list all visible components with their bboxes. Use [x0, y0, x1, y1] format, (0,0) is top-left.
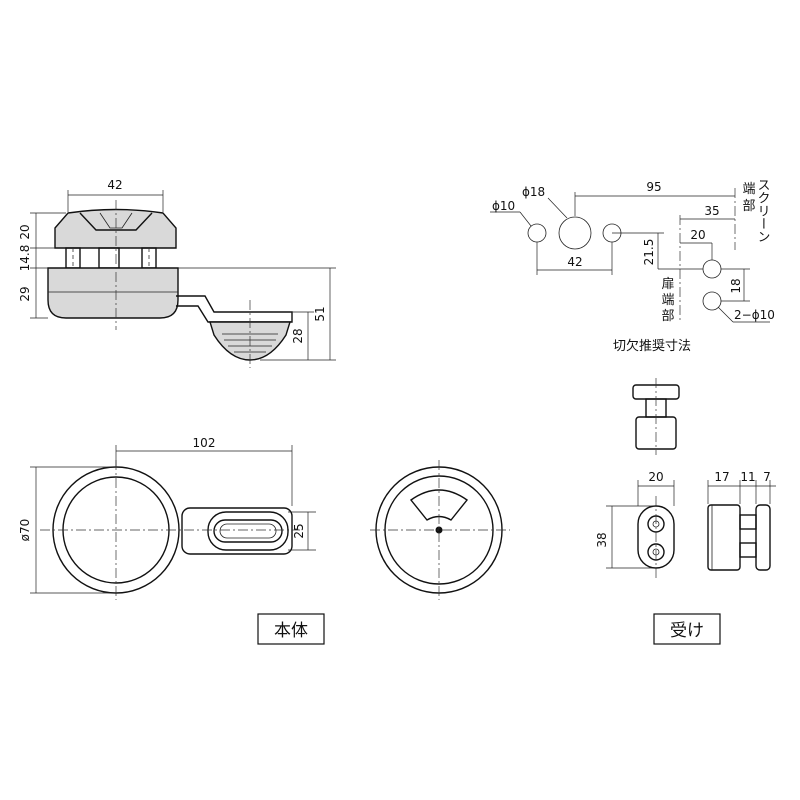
dim-phi18: ϕ18: [522, 185, 545, 199]
dim-recv-38: 38: [595, 532, 609, 547]
label-screen-word: スクリーン: [755, 178, 770, 243]
dim-18: 18: [729, 278, 743, 293]
dim-95: 95: [646, 180, 661, 194]
body-plan-view: 102 ø70 25: [18, 436, 316, 600]
dim-recv-7: 7: [763, 470, 771, 484]
label-receiver: 受け: [670, 621, 704, 641]
dim-28: 28: [291, 328, 305, 343]
dim-phi70: ø70: [18, 519, 32, 542]
label-door-edge-2: 端: [661, 293, 674, 308]
dim-recv-11: 11: [740, 470, 755, 484]
body-side-view: 42 20 14.8 29 28 51: [18, 178, 336, 368]
cutout-diagram: ϕ10 ϕ18 95 35 20 42 21.5 18 2−ϕ10: [490, 178, 775, 354]
cutout-title: 切欠推奨寸法: [613, 338, 691, 354]
dim-35: 35: [704, 204, 719, 218]
dim-42-cut: 42: [567, 255, 582, 269]
dim-2phi10: 2−ϕ10: [734, 308, 775, 322]
label-door-edge-1: 扉: [661, 276, 674, 292]
label-door-edge-3: 部: [661, 309, 674, 324]
dim-recv-20: 20: [648, 470, 663, 484]
dim-21-5: 21.5: [642, 239, 656, 266]
dim-29: 29: [18, 286, 32, 301]
label-screen-edge-2: 部: [742, 199, 755, 214]
dim-42-top: 42: [107, 178, 122, 192]
dim-14-8: 14.8: [18, 245, 32, 272]
label-main-body: 本体: [274, 621, 308, 641]
dim-20: 20: [18, 224, 32, 239]
label-screen-edge-1: 端: [742, 182, 755, 197]
label-receiver-box: 受け: [653, 613, 721, 645]
body-front-view: [370, 460, 510, 600]
dim-25: 25: [292, 523, 306, 538]
label-main-body-box: 本体: [257, 613, 325, 645]
dim-recv-17: 17: [714, 470, 729, 484]
dim-20-cut: 20: [690, 228, 705, 242]
dim-51: 51: [313, 306, 327, 321]
dim-phi10: ϕ10: [492, 199, 515, 213]
dim-102: 102: [193, 436, 216, 450]
receiver-views: 20 38 17 11 7: [595, 378, 776, 578]
